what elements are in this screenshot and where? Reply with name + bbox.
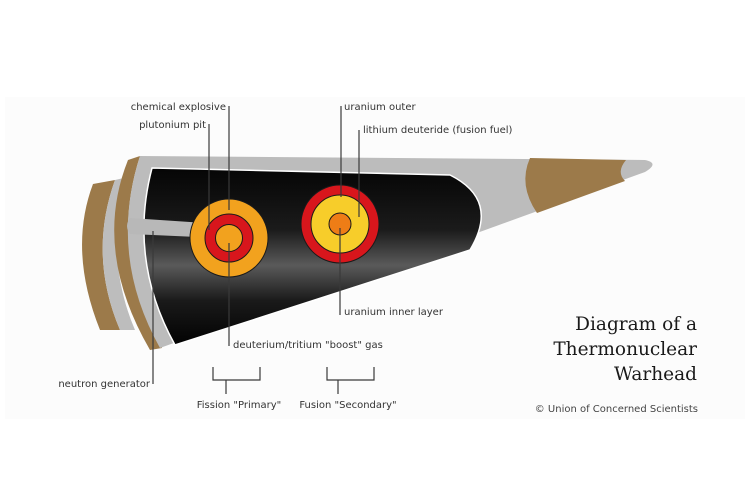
title-line-2: Thermonuclear: [553, 339, 697, 360]
rear-ring-inner: [114, 156, 162, 350]
title-line-1: Diagram of a: [575, 314, 697, 335]
label-uranium-inner: uranium inner layer: [344, 307, 444, 318]
label-fusion-secondary: Fusion "Secondary": [299, 400, 396, 411]
bracket-primary: [212, 367, 261, 394]
label-boost-gas: deuterium/tritium "boost" gas: [233, 340, 383, 351]
label-fission-primary: Fission "Primary": [197, 400, 281, 411]
title-line-3: Warhead: [614, 364, 697, 385]
label-lithium-deuteride: lithium deuteride (fusion fuel): [363, 125, 513, 136]
label-uranium-outer: uranium outer: [344, 102, 416, 113]
label-chemical-explosive: chemical explosive: [131, 102, 226, 113]
rear-ring-outer: [82, 180, 120, 330]
label-neutron-generator: neutron generator: [58, 379, 151, 390]
nose-band: [525, 158, 626, 213]
rear-ring-outer-grey: [102, 177, 135, 330]
credit-text: © Union of Concerned Scientists: [535, 404, 698, 415]
bracket-secondary: [326, 367, 375, 394]
label-plutonium-pit: plutonium pit: [139, 120, 206, 131]
